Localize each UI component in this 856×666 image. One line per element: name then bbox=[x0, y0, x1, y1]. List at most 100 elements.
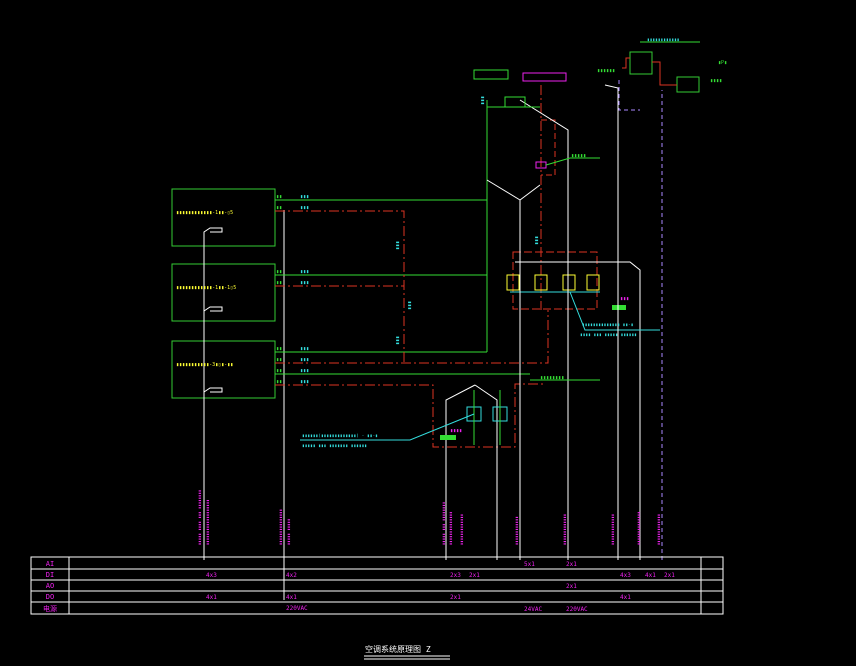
top-controller-line bbox=[604, 84, 619, 560]
valve-callout-leader bbox=[545, 157, 600, 166]
dashed-link bbox=[618, 80, 640, 111]
sensor-line-2 bbox=[519, 184, 541, 201]
fan-unit-1[interactable] bbox=[506, 274, 520, 291]
pin-label: ▮▮ bbox=[276, 205, 282, 211]
column-note: ▮▮▮▮▮▮▮▮▮▮▮▮ bbox=[514, 516, 519, 545]
controller-box-3[interactable] bbox=[171, 340, 276, 399]
pump-line-2 bbox=[474, 384, 498, 560]
wire-tag: ▮▮▮ bbox=[300, 379, 309, 385]
io-entry: 4x1 bbox=[620, 594, 631, 601]
drawing-title: 空调系统原理图 Z bbox=[365, 644, 431, 654]
power-line-220 bbox=[519, 99, 569, 560]
wire-c3-d bbox=[275, 383, 546, 448]
wire-tag: ▮▮▮ bbox=[300, 368, 309, 374]
controller-2-label: ▮▮▮▮▮▮▮▮▮▮▮▮-1▮▮-1▯5 bbox=[176, 285, 236, 291]
io-entry: 2x1 bbox=[566, 561, 577, 568]
pump-group-label: ▮▮▮▮ bbox=[450, 428, 462, 434]
controller-3-label: ▮▮▮▮▮▮▮▮▮▮▮-3▮▯▮-▮▮ bbox=[176, 362, 233, 368]
wiring-layer bbox=[30, 41, 724, 660]
io-row-label-ai: AI bbox=[46, 560, 54, 568]
fan-unit-3[interactable] bbox=[562, 274, 576, 291]
fan-callout-leader bbox=[569, 291, 660, 331]
io-entry: 2x3 bbox=[450, 572, 461, 579]
column-note: ▮▮▮▮▮▮▮▮▮▮▮▮▮▮▮ bbox=[278, 509, 283, 545]
fan-unit-4[interactable] bbox=[586, 274, 600, 291]
io-entry: 4x3 bbox=[620, 572, 631, 579]
column-note: ▮▮▮▮▮▮▮▮▮▮▮▮▮ bbox=[656, 514, 661, 545]
valve-actuator[interactable] bbox=[504, 96, 526, 108]
wire-tag: ▮▮▮ bbox=[300, 205, 309, 211]
io-entry: 4x1 bbox=[286, 594, 297, 601]
dp-tag: ▮P▮ bbox=[718, 60, 727, 66]
controller-3-signal-line bbox=[203, 387, 223, 393]
cable-tag: ▮▮▮ bbox=[407, 301, 413, 310]
cable-tag: ▮▮▮ bbox=[480, 96, 486, 105]
fan-group-label: ▮▮▮ bbox=[620, 296, 629, 302]
pin-label: ▮▮ bbox=[276, 346, 282, 352]
dp-transmitter-box[interactable] bbox=[676, 76, 700, 93]
top-controller-tag: ▮▮▮▮▮▮▮▮▮▮▮▮ bbox=[647, 38, 680, 43]
valve-loop bbox=[541, 119, 556, 176]
pin-label: ▮▮ bbox=[276, 357, 282, 363]
wire-tag: ▮▮▮ bbox=[300, 269, 309, 275]
pump-pipes bbox=[473, 390, 501, 445]
column-note: ▮▮▮▮▮ ▮▮▮▮▮ bbox=[286, 519, 291, 546]
fan-spec-line-1: ▮▮▮▮▮▮▮▮▮▮▮▮▮▮ ▮▮-▮ bbox=[582, 323, 633, 328]
fan-unit-2[interactable] bbox=[534, 274, 548, 291]
pump-callout-leader bbox=[300, 413, 475, 441]
wire-tag: ▮▮▮ bbox=[300, 346, 309, 352]
fan-units bbox=[506, 274, 600, 291]
text-layer: ▮▮▮▮▮▮▮▮▮▮▮▮-1▮▮-▯5 ▮▮▮▮▮▮▮▮▮▮▮▮-1▮▮-1▯5… bbox=[43, 38, 727, 654]
column-note: ▮▮▮▮▮▮▮▮▮▮▮▮▮▮ bbox=[448, 511, 453, 545]
io-entry: 4x3 bbox=[206, 572, 217, 579]
io-entry: 2x1 bbox=[450, 594, 461, 601]
controller-1-signal-line bbox=[203, 227, 223, 560]
pump-spec-line-2: ▮▮▮▮▮ ▮▮▮ ▮▮▮▮▮▮▮ ▮▮▮▮▮▮ bbox=[302, 444, 367, 449]
io-table bbox=[30, 556, 724, 615]
io-table-border bbox=[30, 556, 724, 615]
column-note: ▮▮▮▮▮▮▮▮▮▮▮▮▮▮ bbox=[636, 511, 641, 545]
io-entry: 2x1 bbox=[566, 583, 577, 590]
right-tag: ▮▮▮▮▮▮▮▮ bbox=[540, 375, 564, 381]
cable-tag: ▮▮▮ bbox=[395, 241, 401, 250]
io-entry: 220VAC bbox=[566, 606, 588, 613]
io-entry: 24VAC bbox=[524, 606, 542, 613]
column-note: ▮▮▮▮▮▮▮▮▮▮▮▮▮▮▮▮▮▮▮ bbox=[205, 499, 210, 545]
column-note: ▮▮▮▮▮▮▮▮▮▮▮▮▮ bbox=[459, 514, 464, 545]
cable-tag: ▮▮▮ bbox=[534, 236, 540, 245]
column-note: ▮▮▮▮▮ ▮▮▮ ▮▮▮▮▮▮▮▮ bbox=[441, 502, 446, 545]
wire-tag: ▮▮▮ bbox=[300, 357, 309, 363]
pin-label: ▮▮ bbox=[276, 368, 282, 374]
top-controller-box[interactable] bbox=[629, 51, 653, 75]
top-right-device[interactable] bbox=[522, 72, 567, 82]
controller-box-2[interactable] bbox=[171, 263, 276, 322]
column-note: ▮▮▮▮▮▮▮▮▮▮▮▮▮ bbox=[562, 514, 567, 545]
io-entry: 4x1 bbox=[645, 572, 656, 579]
top-red-links bbox=[622, 57, 677, 86]
sensor-line-1 bbox=[486, 179, 521, 560]
top-left-device[interactable] bbox=[473, 69, 509, 80]
pin-label: ▮▮ bbox=[276, 194, 282, 200]
pump-line-1 bbox=[445, 384, 476, 560]
controller-box-1[interactable] bbox=[171, 188, 276, 247]
fan-spec-line-2: ▮▮▮▮ ▮▮▮ ▮▮▮▮▮ ▮▮▮▮▮▮ bbox=[580, 333, 637, 338]
io-entry: 220VAC bbox=[286, 605, 308, 612]
controller-1-label: ▮▮▮▮▮▮▮▮▮▮▮▮-1▮▮-▯5 bbox=[176, 210, 233, 216]
fan-group-frame bbox=[512, 251, 598, 310]
top-right-tag: ▮▮▮▮ bbox=[710, 78, 722, 84]
wire-c1-b bbox=[275, 210, 405, 362]
io-row-label-ao: AO bbox=[46, 582, 54, 590]
column-note: ▮▮▮▮▮ ▮▮▮▮ ▮▮▮ ▮▮▮▮▮▮▮▮ bbox=[197, 490, 202, 545]
wire-c3-b bbox=[275, 310, 549, 364]
io-entry: 4x2 bbox=[286, 572, 297, 579]
io-entry: 2x1 bbox=[664, 572, 675, 579]
wire-tag: ▮▮▮ bbox=[300, 280, 309, 286]
fan-group-tag bbox=[612, 305, 626, 310]
wire-tag: ▮▮▮ bbox=[300, 194, 309, 200]
controller-2-signal-line bbox=[203, 306, 223, 312]
cable-tag: ▮▮▮ bbox=[395, 336, 401, 345]
column-note: ▮▮▮▮▮▮▮▮▮▮▮▮▮ bbox=[610, 514, 615, 545]
pump-group-tag bbox=[440, 435, 456, 440]
io-row-label-do: DO bbox=[46, 593, 54, 601]
